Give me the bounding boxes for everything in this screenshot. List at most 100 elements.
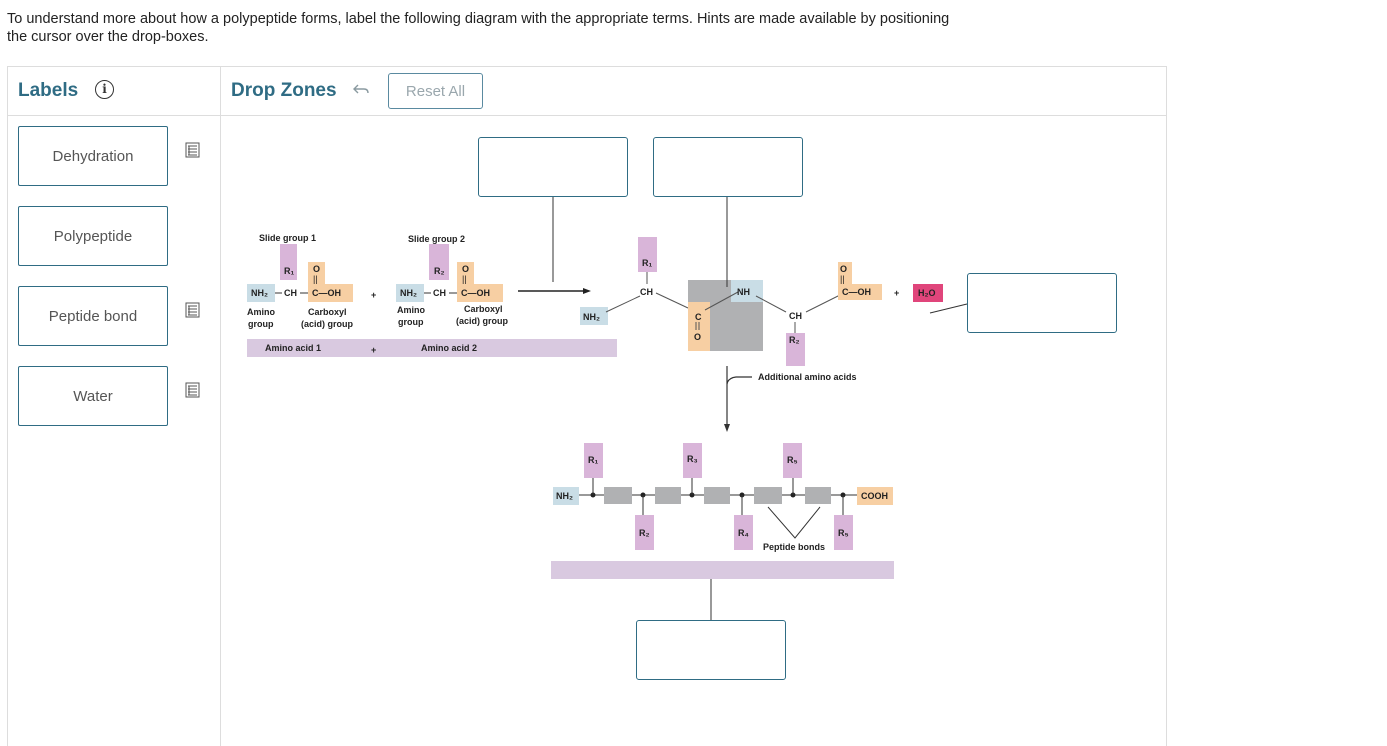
plus-sign: + [371,345,376,355]
label-card-dehydration[interactable]: Dehydration [18,126,168,186]
nh2-label: NH₂ [583,312,600,322]
activity-frame [7,66,1167,746]
amino-box [731,280,763,302]
cooh-label: COOH [861,491,888,501]
nh2-label: NH₂ [251,288,268,298]
r4-label: R₄ [738,528,749,538]
peptide-bond-block [704,487,730,504]
label-card-peptide-bond[interactable]: Peptide bond [18,286,168,346]
header-divider [7,115,1167,116]
r-group-box [638,237,657,272]
r-group-box [783,443,802,478]
oxygen-label: O [313,264,320,274]
oxygen-label: O [694,332,701,342]
drop-zone-4[interactable] [636,620,786,680]
amino-group-label: group [398,317,424,327]
drop-zone-1[interactable] [478,137,628,197]
peptide-bond-block [754,487,782,504]
r2-label: R₂ [639,528,650,538]
r3-label: R₃ [687,454,698,464]
additional-amino-acids-label: Additional amino acids [758,372,857,382]
leader-line [929,303,968,314]
peptide-bond-pointer [767,506,821,539]
label-card-water[interactable]: Water [18,366,168,426]
r2-label: R₂ [434,266,445,276]
ch-label: CH [284,288,297,298]
amino-group-label: group [248,319,274,329]
nh2-label: NH₂ [400,288,417,298]
oxygen-label: O [840,264,847,274]
amino-group-label: Amino [247,307,276,317]
r1-label: R₁ [284,266,294,276]
coh-label: C—OH [461,288,490,298]
carboxyl-group-label: (acid) group [456,316,508,326]
amino-acid-bar [247,339,617,357]
r2-label: R₂ [789,335,800,345]
ch-label: CH [433,288,446,298]
peptide-bonds-label: Peptide bonds [763,542,825,552]
coh-label: C—OH [842,287,871,297]
amino-acid-1-label: Amino acid 1 [265,343,321,353]
document-icon[interactable] [185,302,200,318]
plus-sign: + [371,290,376,300]
document-icon[interactable] [185,382,200,398]
r-group-box [683,443,702,478]
r-group-box [635,515,654,550]
reset-all-button[interactable]: Reset All [388,73,483,109]
amino-acid-2-label: Amino acid 2 [421,343,477,353]
peptide-bond-block [805,487,831,504]
amino-box [553,487,579,505]
h2o-label: H₂O [918,288,936,298]
r1-label: R₁ [588,455,598,465]
r-group-box [834,515,853,550]
carboxyl-group-label: Carboxyl [308,307,347,317]
carboxyl-box [457,262,474,284]
drop-zone-2[interactable] [653,137,803,197]
amino-box [247,284,275,302]
carboxyl-box [838,262,852,284]
r-group-box [280,244,297,280]
r5-label: R₅ [787,455,798,465]
carboxyl-box [457,284,503,302]
double-bond-mark: || [313,274,318,284]
coh-label: C—OH [312,288,341,298]
carboxyl-box [308,284,353,302]
carboxyl-group-label: Carboxyl [464,304,503,314]
r1-label: R₁ [642,258,652,268]
carboxyl-box [308,262,325,284]
slide-group-1-label: Slide group 1 [259,233,316,243]
ch-label: CH [789,311,802,321]
r5-label: R₅ [838,528,849,538]
document-icon[interactable] [185,142,200,158]
instructions-text: To understand more about how a polypepti… [7,11,950,45]
undo-icon[interactable] [352,82,370,98]
reaction-arrowhead [583,288,591,294]
label-card-polypeptide[interactable]: Polypeptide [18,206,168,266]
nh-label: NH [737,287,750,297]
peptide-bond-block [604,487,632,504]
peptide-bond-block [655,487,681,504]
slide-group-2-label: Slide group 2 [408,234,465,244]
carboxyl-group-label: (acid) group [301,319,353,329]
polypeptide-bar [551,561,894,579]
drop-zone-3[interactable] [967,273,1117,333]
c-label: C [695,312,702,322]
down-arrowhead [724,424,730,432]
ch-label: CH [640,287,653,297]
double-bond-mark: || [840,274,845,284]
nh2-label: NH₂ [556,491,573,501]
water-box [913,284,943,302]
r-group-box [584,443,603,478]
drop-zones-title: Drop Zones [231,80,337,101]
oxygen-label: O [462,264,469,274]
amino-group-label: Amino [397,305,426,315]
plus-sign: + [894,288,899,298]
r-group-box [734,515,753,550]
amino-box [580,307,608,325]
labels-title: Labels [18,80,79,101]
column-divider [220,66,221,746]
r-group-box [786,333,805,366]
info-icon[interactable]: i [95,80,114,99]
r-group-box [429,244,449,280]
